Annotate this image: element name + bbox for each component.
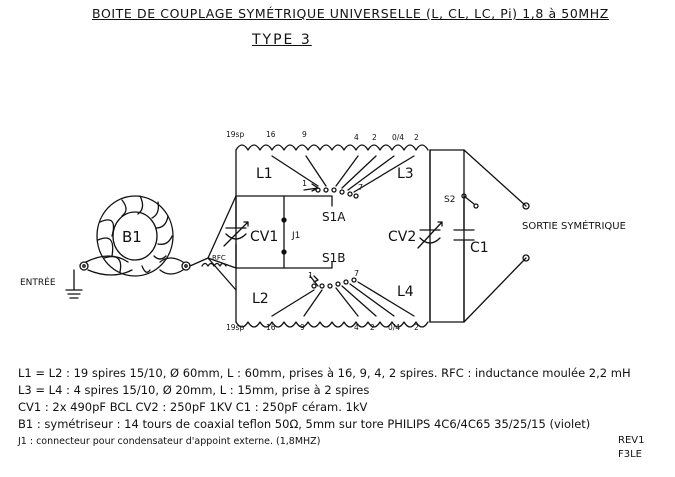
- tap-top-6: 0/4: [392, 133, 404, 142]
- cv1-label: CV1: [250, 229, 278, 245]
- balun-feed-wires: [189, 195, 237, 291]
- page-title: BOITE DE COUPLAGE SYMÉTRIQUE UNIVERSELLE…: [92, 6, 609, 21]
- output-terminal-bottom: [522, 254, 530, 262]
- s1a-tap-wires: [271, 155, 415, 193]
- tap-top-3: 9: [302, 130, 307, 139]
- s2-switch: [461, 193, 479, 209]
- s1b-tap-wires: [271, 281, 415, 317]
- note-capacitors: CV1 : 2x 490pF BCL CV2 : 250pF 1KV C1 : …: [18, 400, 368, 414]
- tap-bottom-7: 2: [414, 323, 419, 332]
- tap-bottom-1: 19sp: [226, 323, 244, 332]
- tap-bottom-6: 0/4: [388, 323, 400, 332]
- component-notes: L1 = L2 : 19 spires 15/10, Ø 60mm, L : 6…: [18, 365, 631, 450]
- entree-label: ENTRÉE: [20, 276, 56, 288]
- tap-bottom-2: 16: [266, 323, 276, 332]
- s1a-switch: [303, 183, 359, 199]
- output-terminal-top: [522, 202, 530, 210]
- tap-bottom-5: 2: [370, 323, 375, 332]
- tap-top-7: 2: [414, 133, 419, 142]
- note-l3-l4: L3 = L4 : 4 spires 15/10, Ø 20mm, L : 15…: [18, 383, 370, 397]
- l4-label: L4: [397, 284, 414, 300]
- tap-top-1: 19sp: [226, 130, 244, 139]
- note-j1: J1 : connecteur pour condensateur d'appo…: [18, 436, 321, 447]
- rfc-coil: [201, 262, 227, 267]
- coil-l2-l4-bottom: [235, 321, 429, 328]
- tap-bottom-3: 9: [300, 323, 305, 332]
- cv1-capacitor: [223, 195, 249, 269]
- balun-b1: [65, 195, 191, 299]
- s1b-pos-1: 1: [308, 271, 313, 280]
- l2-label: L2: [252, 291, 269, 307]
- s1a-pos-1: 1: [302, 179, 307, 188]
- s2-label: S2: [444, 195, 455, 205]
- note-l1-l2: L1 = L2 : 19 spires 15/10, Ø 60mm, L : 6…: [18, 366, 631, 380]
- coil-l1-l3-top: [235, 144, 429, 151]
- s1a-pos-7: 7: [358, 183, 363, 192]
- tap-bottom-4: 4: [354, 323, 359, 332]
- note-b1: B1 : symétriseur : 14 tours de coaxial t…: [18, 417, 591, 431]
- s1b-label: S1B: [322, 251, 345, 265]
- b1-label: B1: [122, 228, 142, 246]
- c1-capacitor: [453, 199, 475, 323]
- tap-top-2: 16: [266, 130, 276, 139]
- cv2-capacitor: [417, 149, 443, 323]
- revision-block: REV1 F3LE: [618, 434, 644, 462]
- rfc-label: RFC: [212, 254, 226, 262]
- l3-label: L3: [397, 166, 414, 182]
- page-subtitle: TYPE 3: [252, 32, 312, 48]
- revision-author: F3LE: [618, 449, 643, 460]
- j1-connector: [281, 195, 287, 269]
- s1b-switch: [309, 275, 357, 289]
- tap-top-4: 4: [354, 133, 359, 142]
- sortie-label: SORTIE SYMÉTRIQUE: [522, 219, 626, 232]
- s1b-pos-7: 7: [354, 269, 359, 278]
- c1-label: C1: [470, 240, 489, 256]
- output-wires: [463, 149, 527, 323]
- cv2-label: CV2: [388, 229, 416, 245]
- j1-label: J1: [291, 231, 300, 241]
- l1-label: L1: [256, 166, 273, 182]
- revision-number: REV1: [618, 435, 645, 446]
- tap-top-5: 2: [372, 133, 377, 142]
- right-loop: [429, 149, 465, 323]
- s1a-label: S1A: [322, 210, 346, 224]
